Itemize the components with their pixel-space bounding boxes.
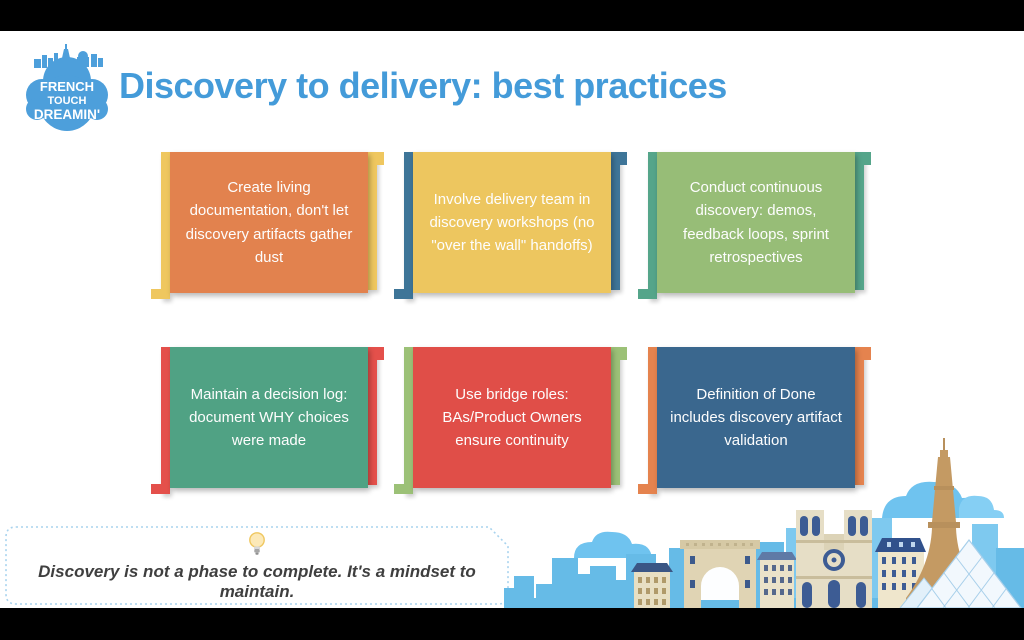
louvre-pyramid-icon <box>899 539 1022 608</box>
card-bracket-right <box>368 152 384 290</box>
card-text: Use bridge roles: BAs/Product Owners ens… <box>413 347 611 488</box>
card-bracket-right <box>855 347 871 485</box>
notre-dame-icon <box>796 510 872 608</box>
logo-line3: DREAMIN' <box>34 107 100 122</box>
page-title: Discovery to delivery: best practices <box>119 65 727 106</box>
card-text: Conduct continuous discovery: demos, fee… <box>657 152 855 293</box>
card-involve-delivery-team: Involve delivery team in discovery works… <box>394 152 627 299</box>
takeaway-text: Discovery is not a phase to complete. It… <box>38 562 476 601</box>
takeaway-note: Discovery is not a phase to complete. It… <box>4 526 510 606</box>
card-bracket-right <box>611 152 627 290</box>
logo-cloud: FRENCH TOUCH DREAMIN' <box>26 57 108 131</box>
letterbox-bottom <box>0 608 1024 640</box>
card-bracket-right <box>368 347 384 485</box>
building-icon <box>875 538 926 608</box>
building-icon <box>631 563 673 608</box>
cloud-icon <box>574 481 1004 558</box>
logo-line1: FRENCH <box>40 79 94 94</box>
arc-de-triomphe-icon <box>680 540 760 608</box>
card-bracket-left <box>394 347 413 494</box>
logo-line2: TOUCH <box>48 95 87 107</box>
slide: FRENCH TOUCH DREAMIN' Discovery to deliv… <box>0 31 1024 608</box>
card-continuous-discovery: Conduct continuous discovery: demos, fee… <box>638 152 871 299</box>
card-bracket-left <box>638 152 657 299</box>
card-bracket-left <box>394 152 413 299</box>
french-touch-dreamin-logo: FRENCH TOUCH DREAMIN' <box>26 44 108 131</box>
card-text: Create living documentation, don't let d… <box>170 152 368 293</box>
card-text: Definition of Done includes discovery ar… <box>657 347 855 488</box>
letterbox-top <box>0 0 1024 31</box>
card-text: Involve delivery team in discovery works… <box>413 152 611 293</box>
paris-skyline-illustration <box>504 438 1024 608</box>
card-bracket-right <box>855 152 871 290</box>
building-icon <box>757 552 797 608</box>
card-bracket-left <box>151 347 170 494</box>
card-decision-log: Maintain a decision log: document WHY ch… <box>151 347 384 494</box>
card-bridge-roles: Use bridge roles: BAs/Product Owners ens… <box>394 347 627 494</box>
card-bracket-left <box>151 152 170 299</box>
card-text: Maintain a decision log: document WHY ch… <box>170 347 368 488</box>
card-bracket-left <box>638 347 657 494</box>
lightbulb-icon <box>249 532 265 555</box>
card-definition-of-done: Definition of Done includes discovery ar… <box>638 347 871 494</box>
card-living-documentation: Create living documentation, don't let d… <box>151 152 384 299</box>
card-bracket-right <box>611 347 627 485</box>
